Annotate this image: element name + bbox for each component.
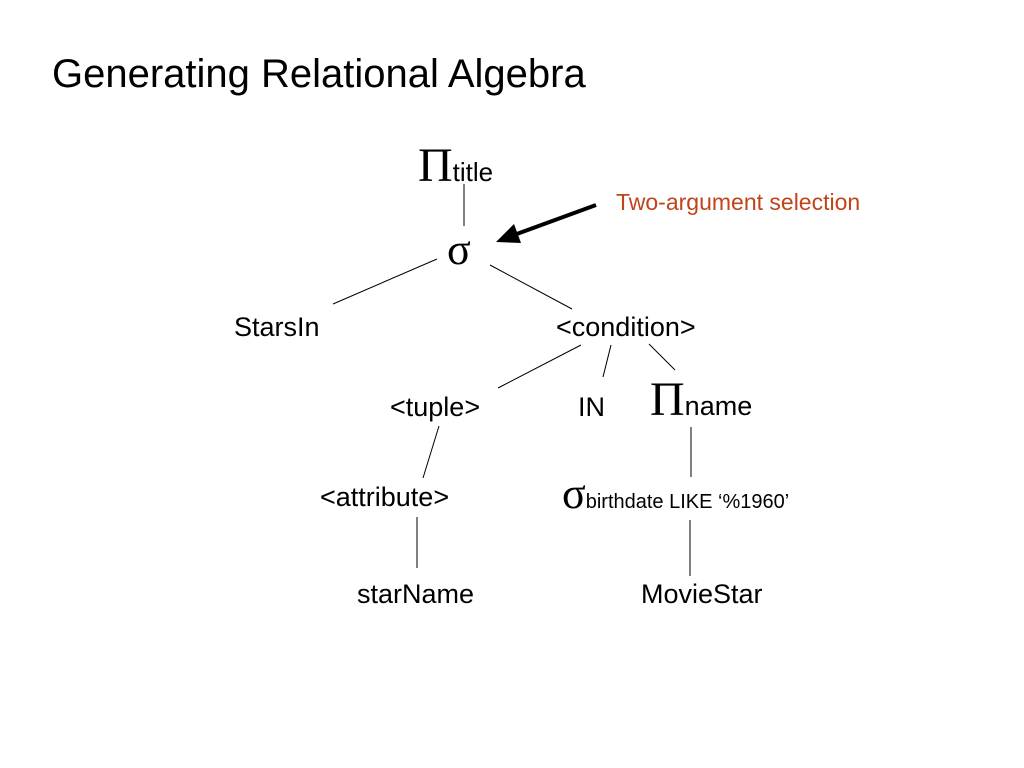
annotation-label: Two-argument selection bbox=[616, 189, 861, 215]
pi-symbol: Π bbox=[650, 373, 685, 426]
slide-title: Generating Relational Algebra bbox=[52, 52, 586, 96]
node-project-title: Πtitle bbox=[418, 142, 493, 190]
select-condition-subscript: birthdate LIKE ‘%1960’ bbox=[585, 491, 790, 513]
edge-select-condition bbox=[489, 264, 573, 310]
edge-condition-in bbox=[602, 344, 612, 378]
node-starname: starName bbox=[357, 579, 475, 609]
project-subscript-title: title bbox=[452, 157, 494, 187]
project-subscript-name: name bbox=[684, 391, 753, 421]
pi-symbol: Π bbox=[418, 139, 453, 192]
node-moviestar: MovieStar bbox=[641, 579, 763, 609]
edge-condition-tuple bbox=[497, 344, 582, 389]
node-in: IN bbox=[578, 392, 605, 422]
node-inner-select: σbirthdate LIKE ‘%1960’ bbox=[562, 472, 789, 518]
annotation-arrow-shaft bbox=[513, 203, 597, 237]
edge-condition-project bbox=[648, 343, 676, 371]
node-condition: <condition> bbox=[556, 312, 696, 342]
node-select: σ bbox=[447, 225, 471, 274]
node-project-name: Πname bbox=[650, 376, 752, 424]
edge-select-starsin bbox=[332, 258, 438, 305]
sigma-symbol: σ bbox=[562, 469, 586, 518]
node-attribute: <attribute> bbox=[320, 482, 450, 512]
annotation-arrowhead bbox=[496, 224, 521, 243]
node-starsin: StarsIn bbox=[234, 312, 320, 342]
edge-tuple-attribute bbox=[422, 425, 440, 479]
node-tuple: <tuple> bbox=[390, 392, 481, 422]
